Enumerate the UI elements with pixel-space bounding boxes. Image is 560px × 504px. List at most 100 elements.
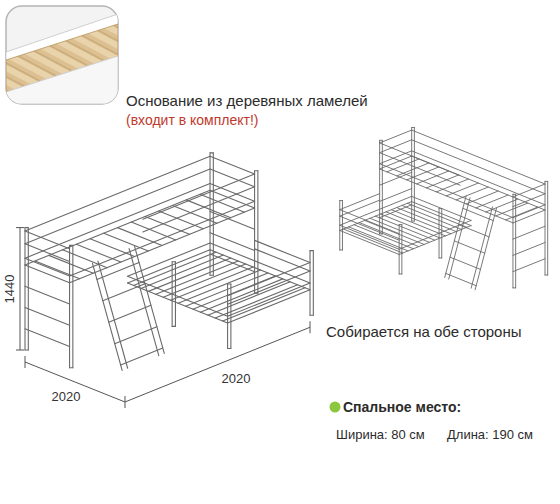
slat (417, 171, 449, 184)
slat-inset (6, 6, 118, 104)
ladder-rung (115, 327, 157, 344)
guard-rail (228, 263, 310, 296)
end-board (513, 226, 545, 239)
post (228, 348, 231, 349)
post (230, 284, 231, 349)
ladder-rung (121, 348, 163, 365)
end-board (513, 243, 545, 256)
dimension-line (25, 356, 26, 368)
caption-text: Основание из деревяных ламелей (126, 92, 368, 109)
post (175, 262, 176, 327)
post (69, 245, 70, 367)
slat (159, 211, 204, 229)
guard-rail (513, 194, 545, 207)
ladder-rung (97, 262, 139, 279)
ladder-rung (454, 241, 484, 253)
dimension-value: 2020 (50, 390, 83, 405)
slat (200, 194, 245, 212)
rail (340, 230, 399, 254)
guard-rail (340, 200, 380, 216)
slat (476, 195, 508, 208)
rail (412, 151, 545, 205)
note-text: (входит в комплект!) (126, 112, 259, 128)
slat (90, 239, 135, 257)
guard-rail (412, 130, 545, 184)
post (382, 140, 383, 234)
post (255, 170, 258, 171)
bed-view-left (25, 153, 313, 371)
post (545, 181, 546, 275)
frame-rail (6, 56, 118, 104)
post (310, 250, 313, 251)
slat (456, 187, 488, 200)
ladder-rung (103, 284, 145, 301)
slat (496, 203, 528, 216)
post (399, 225, 400, 274)
slat (76, 244, 121, 262)
post (228, 283, 231, 284)
guard-rail (25, 156, 210, 231)
end-board (210, 254, 255, 272)
caption-text: Собирается на обе стороны (326, 323, 522, 340)
guard-rail (143, 187, 255, 232)
rail (228, 290, 310, 323)
post (25, 349, 28, 350)
post (227, 284, 228, 349)
rail (25, 190, 210, 265)
dimension-line (20, 228, 21, 350)
guard-rail (255, 249, 310, 271)
bullet-dot (330, 402, 341, 413)
rail (340, 225, 399, 249)
guard-rail (143, 174, 255, 219)
post (379, 140, 380, 234)
post (399, 224, 402, 225)
dimension-line (16, 227, 24, 228)
rail (70, 201, 255, 276)
post (515, 194, 516, 288)
post (313, 251, 314, 316)
post (342, 201, 343, 250)
guard-rail (25, 169, 210, 244)
end-board (210, 233, 255, 251)
post (513, 194, 516, 195)
post (70, 367, 73, 368)
guard-rail (380, 153, 461, 186)
end-board (513, 259, 545, 272)
dimension-line (16, 350, 24, 351)
post (25, 227, 28, 228)
guard-rail (228, 271, 310, 304)
guard-rail (380, 130, 412, 143)
post (28, 228, 29, 350)
post (309, 251, 310, 316)
post (411, 127, 412, 221)
slat (436, 179, 468, 192)
dimension-line (310, 321, 311, 333)
post (545, 181, 548, 182)
slat (506, 207, 538, 220)
dimension-value: 2020 (220, 372, 253, 387)
guard-rail (340, 194, 380, 210)
post (412, 127, 415, 128)
post (254, 171, 255, 293)
rail (380, 156, 412, 169)
heading-text: Спальное место: (343, 399, 461, 415)
end-board (380, 205, 412, 218)
slat (131, 222, 176, 240)
rail (25, 183, 210, 258)
ladder-rung (459, 225, 489, 237)
slat (186, 200, 231, 218)
ladder-rung (463, 208, 493, 220)
guard-rail (255, 240, 310, 262)
post (209, 153, 210, 275)
post (172, 326, 175, 327)
post (257, 171, 258, 293)
post (213, 153, 214, 275)
slat (104, 233, 149, 251)
post (172, 261, 175, 262)
dimension-lines (16, 228, 310, 408)
post (24, 228, 25, 350)
post (339, 201, 340, 250)
ladder-rung (109, 305, 151, 322)
